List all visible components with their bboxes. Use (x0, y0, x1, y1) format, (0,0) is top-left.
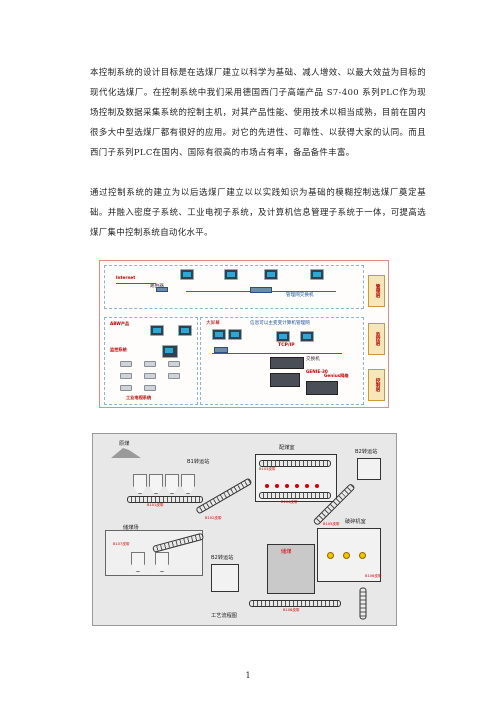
management-zone (104, 265, 364, 309)
b2-transfer-label: B2转运站 (211, 555, 234, 561)
router-icon (156, 287, 168, 292)
intro-paragraph-2: 通过控制系统的建立为以后选煤厂建立以以实践知识为基础的模糊控制选煤厂奠定基础。并… (90, 187, 426, 237)
belt-b105-label: B105皮带 (323, 522, 340, 526)
camera-icon (144, 373, 156, 379)
video-zone (104, 317, 198, 405)
b2-station-box (357, 458, 381, 480)
belt-b108-label: B108皮带 (283, 608, 300, 612)
control-pc-icon (300, 331, 314, 342)
feeder-dot (315, 484, 319, 488)
mgmt-switch-icon (250, 287, 272, 293)
control-bus (212, 353, 342, 354)
control-pc-icon (276, 331, 290, 342)
abw-label: ABW产品 (110, 321, 130, 326)
storage-shed (267, 544, 315, 594)
b1-station-label: B1转运站 (187, 459, 210, 465)
network-architecture-figure: Internet 路由器 管理网交换机 ABW产品 监控系统 工业电视系统 大屏… (99, 260, 389, 408)
belt-b104-label: B104皮带 (281, 500, 298, 504)
control-zone (200, 317, 364, 405)
field-switch-icon (214, 347, 228, 353)
distribution-label: 配煤室 (279, 445, 295, 451)
big-screen-label: 大屏幕 (206, 321, 220, 326)
belt-b104 (259, 492, 331, 499)
belt-b106 (359, 587, 367, 620)
crusher-label: 破碎机室 (345, 519, 366, 525)
camera-icon (144, 361, 156, 367)
info-net-label: 信息可以主变变计算机管理网 (250, 321, 310, 326)
crusher-icon (359, 552, 366, 559)
crusher-icon (327, 552, 334, 559)
bin-icon (165, 474, 179, 494)
bin-icon (133, 474, 147, 494)
genie-label: GENIE-30 (306, 369, 328, 374)
mgmt-switch-label: 管理网交换机 (286, 293, 314, 298)
crusher-icon (343, 552, 350, 559)
feeder-dot (295, 484, 299, 488)
storage-bin-icon (131, 552, 145, 572)
flowchart-caption: 工艺流程图 (211, 613, 237, 619)
mgmt-pc-icon (264, 269, 278, 280)
camera-icon (168, 373, 180, 379)
plc-rack-icon (306, 381, 338, 395)
abw-pc-icon (178, 325, 192, 336)
layer-monitoring: 监控层 (368, 323, 385, 355)
bin-icon (149, 474, 163, 494)
belt-b101 (127, 496, 203, 503)
feeder-dot (305, 484, 309, 488)
process-flow-figure: 原煤 B1转运站 B101皮带 B102皮带 配煤室 B103皮带 B104皮带… (92, 433, 397, 626)
internet-label: Internet (116, 275, 136, 280)
tcpip-label: TCP/IP (278, 343, 295, 348)
video-server-icon (162, 345, 178, 358)
camera-icon (120, 361, 132, 367)
monitor-station-label: 监控系统 (110, 347, 127, 352)
storage-bin-icon (155, 552, 169, 572)
camera-icon (120, 373, 132, 379)
belt-b107-label: B107皮带 (113, 542, 130, 546)
page-number: 1 (245, 671, 251, 680)
layer-management: 管理层 (368, 275, 385, 307)
screen-pc-icon (228, 329, 242, 340)
belt-b106-label: B106皮带 (365, 574, 382, 578)
mgmt-pc-icon (224, 269, 238, 280)
belt-b103-label: B103皮带 (259, 467, 276, 471)
mgmt-pc-icon (310, 269, 324, 280)
layer-control: 控制层 (368, 369, 385, 401)
intro-paragraph-1: 本控制系统的设计目标是在选煤厂建立以科学为基础、减人增效、以最大效益为目标的现代… (90, 67, 426, 157)
camera-icon (120, 385, 132, 391)
abw-pc-icon (150, 325, 164, 336)
feeder-dot (285, 484, 289, 488)
belt-b103 (259, 460, 331, 467)
shed-label: 储煤 (281, 549, 292, 555)
belt-b102-label: B102皮带 (205, 516, 222, 520)
video-system-label: 工业电视系统 (126, 395, 152, 400)
genius-label: Genius网络 (324, 373, 349, 378)
feeder-dot (275, 484, 279, 488)
b2-transfer-box (211, 564, 239, 592)
belt-b101-label: B101皮带 (147, 503, 164, 507)
switch-label: 交换机 (306, 357, 320, 362)
belt-b108 (249, 600, 341, 607)
b2-station-label: B2转运站 (355, 449, 378, 455)
router-label: 路由器 (150, 284, 164, 289)
raw-coal-label: 原煤 (119, 441, 130, 447)
belt-b102 (195, 477, 253, 515)
camera-icon (144, 385, 156, 391)
mgmt-pc-icon (180, 269, 194, 280)
feeder-dot (265, 484, 269, 488)
coal-pile-icon (111, 448, 141, 458)
bin-icon (181, 474, 195, 494)
screen-pc-icon (212, 329, 226, 340)
plc-rack-icon (270, 357, 304, 369)
storage-label: 储煤场 (123, 525, 139, 531)
internet-link (116, 283, 156, 284)
camera-icon (168, 361, 180, 367)
plc-rack-icon (270, 373, 300, 387)
